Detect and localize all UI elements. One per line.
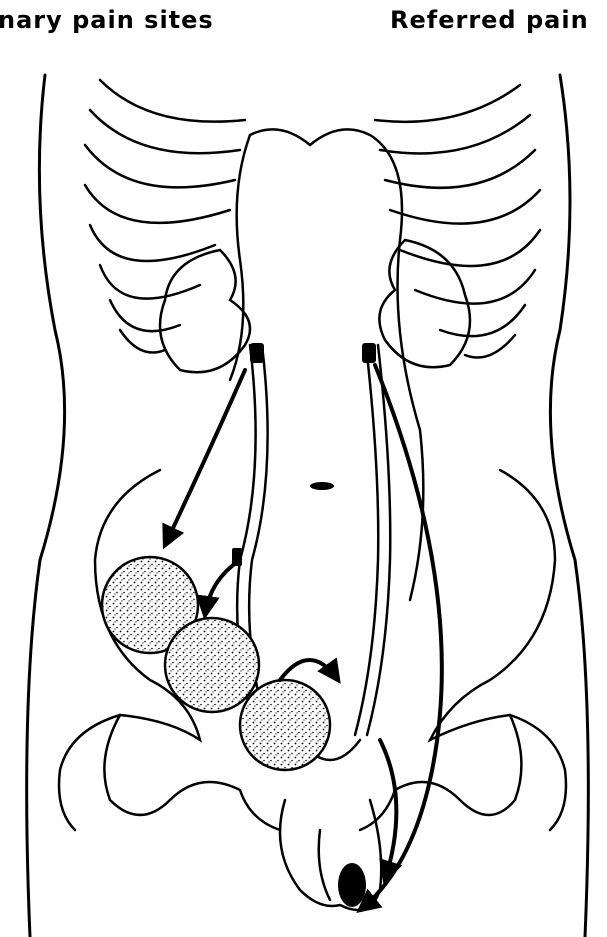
navel bbox=[310, 482, 334, 490]
arrow-lower bbox=[280, 660, 338, 680]
kidney-left bbox=[160, 250, 250, 372]
body-outline-left bbox=[27, 75, 65, 937]
arrow-upper bbox=[165, 370, 245, 545]
ureter-right bbox=[355, 345, 378, 735]
arrow-middle bbox=[205, 560, 240, 615]
body-outline-right bbox=[550, 75, 588, 937]
diaphragm bbox=[250, 129, 423, 600]
pain-site-lower bbox=[240, 680, 330, 770]
pain-site-middle bbox=[165, 618, 259, 712]
genitalia bbox=[280, 800, 381, 910]
pelvis-right bbox=[430, 470, 566, 830]
arrow-referred-2 bbox=[380, 740, 396, 880]
stone-markers bbox=[232, 343, 376, 907]
rib-cage-left bbox=[85, 80, 245, 353]
